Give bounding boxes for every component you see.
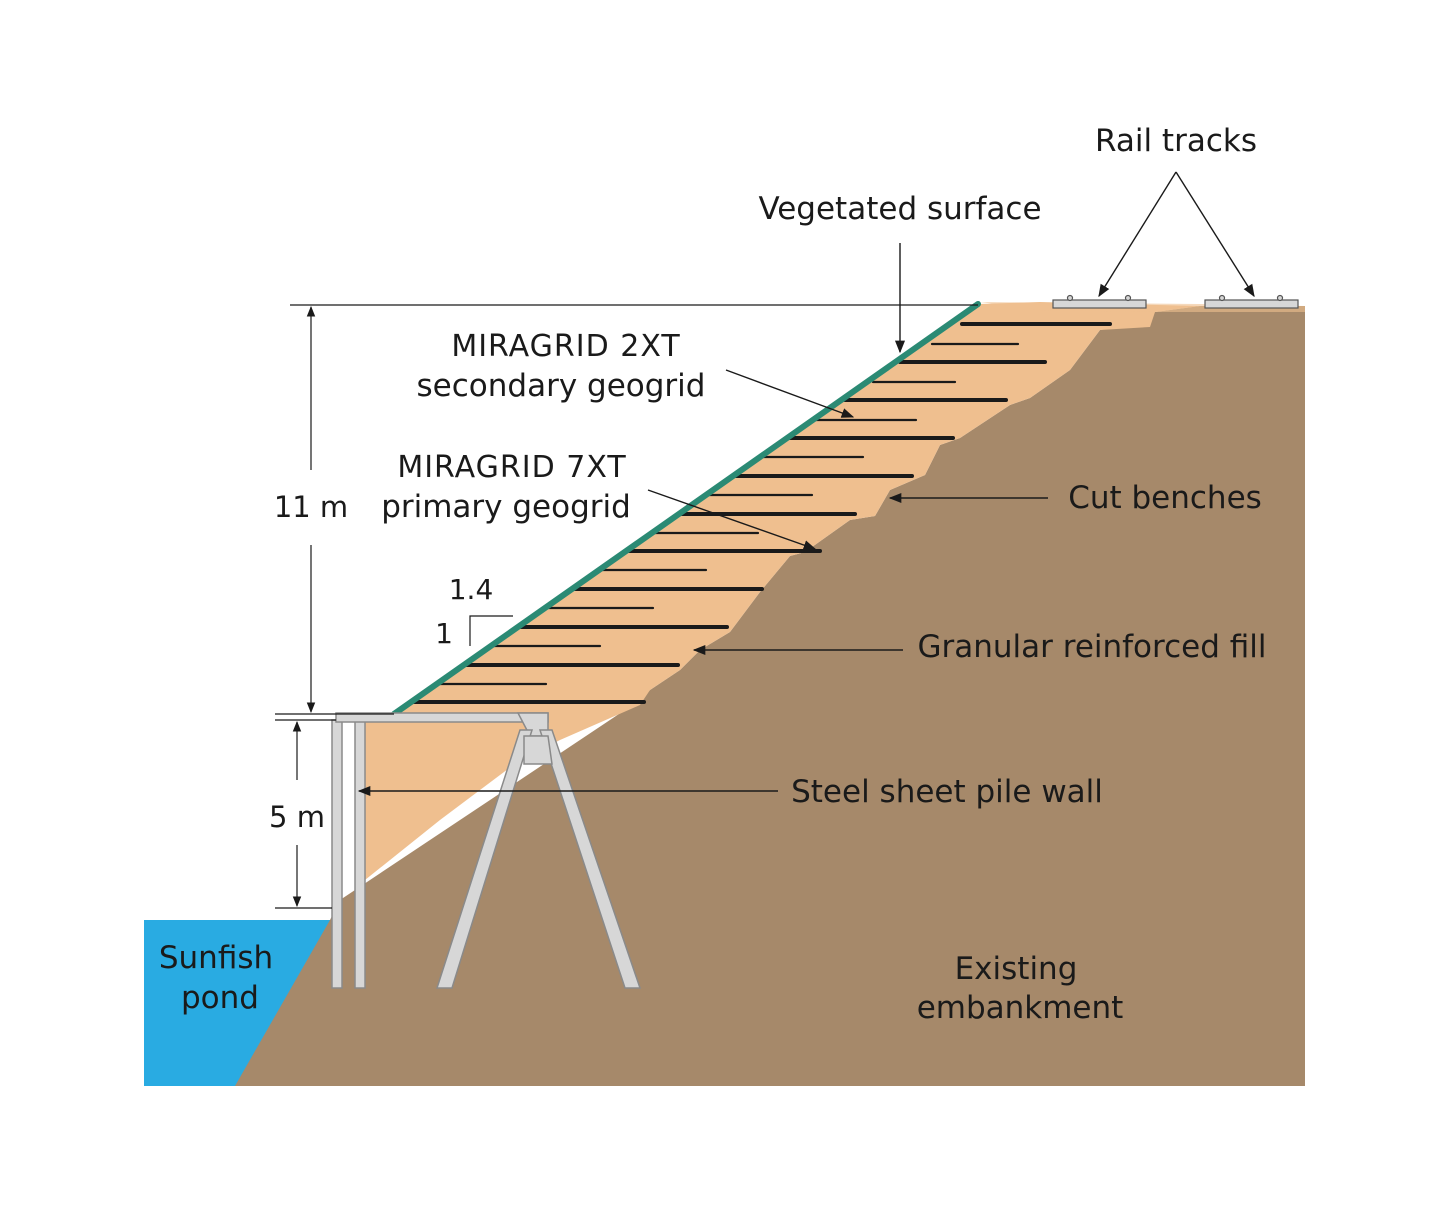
rail-clip	[1066, 294, 1074, 302]
rail-tracks-label: Rail tracks	[1095, 123, 1257, 159]
geogrid-layers	[408, 322, 1112, 704]
rail-track-left	[1052, 299, 1147, 309]
slope-ratio-symbol	[469, 615, 513, 646]
rail-tracks	[1052, 294, 1299, 309]
cut-benches-label: Cut benches	[1068, 480, 1262, 516]
embankment-label-line2: embankment	[917, 990, 1124, 1026]
a-frame-left-leg	[435, 729, 534, 989]
pond-label-line2: pond	[181, 980, 259, 1016]
vegetated-slope-face	[391, 301, 981, 717]
sheet-pile-front	[331, 719, 343, 989]
rail-clip	[1218, 294, 1226, 302]
slope-ratio-vertical: 1	[435, 617, 453, 650]
dimension-lines	[275, 304, 978, 909]
steel-sheet-pile-wall	[331, 712, 642, 989]
height-upper-label: 11 m	[274, 490, 348, 524]
leader-lines	[357, 171, 1255, 797]
miragrid-7xt-label: MIRAGRID 7XT	[397, 450, 626, 485]
a-frame-right-leg	[538, 729, 642, 989]
primary-geogrid-label: primary geogrid	[381, 489, 631, 525]
sheet-pile-label: Steel sheet pile wall	[791, 774, 1103, 810]
rail-track-right	[1204, 299, 1299, 309]
height-lower-label: 5 m	[269, 800, 325, 834]
sheet-pile-back	[354, 719, 366, 989]
rail-clip	[1276, 294, 1284, 302]
a-frame-head	[523, 735, 553, 765]
embankment-label-line1: Existing	[955, 951, 1078, 987]
pond-label-line1: Sunfish	[159, 940, 273, 976]
secondary-geogrid-label: secondary geogrid	[417, 368, 706, 404]
rail-clip	[1124, 294, 1132, 302]
miragrid-2xt-label: MIRAGRID 2XT	[451, 329, 680, 364]
slope-ratio-horizontal: 1.4	[449, 573, 494, 606]
vegetated-surface-label: Vegetated surface	[758, 191, 1041, 227]
existing-embankment	[235, 306, 1305, 1086]
granular-fill-label: Granular reinforced fill	[917, 629, 1266, 665]
